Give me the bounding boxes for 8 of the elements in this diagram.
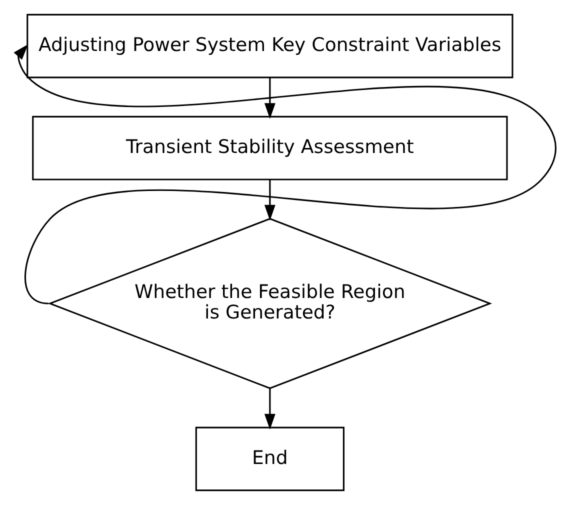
arrow (14, 44, 556, 304)
arrow (264, 78, 276, 119)
node-diamond: Whether the Feasible Region is Generated? (48, 218, 492, 390)
node-box: Transient Stability Assessment (32, 116, 508, 180)
node-box: Adjusting Power System Key Constraint Variables (26, 14, 514, 78)
arrow (264, 388, 276, 430)
node-box: End (195, 426, 344, 492)
arrow (264, 180, 276, 221)
